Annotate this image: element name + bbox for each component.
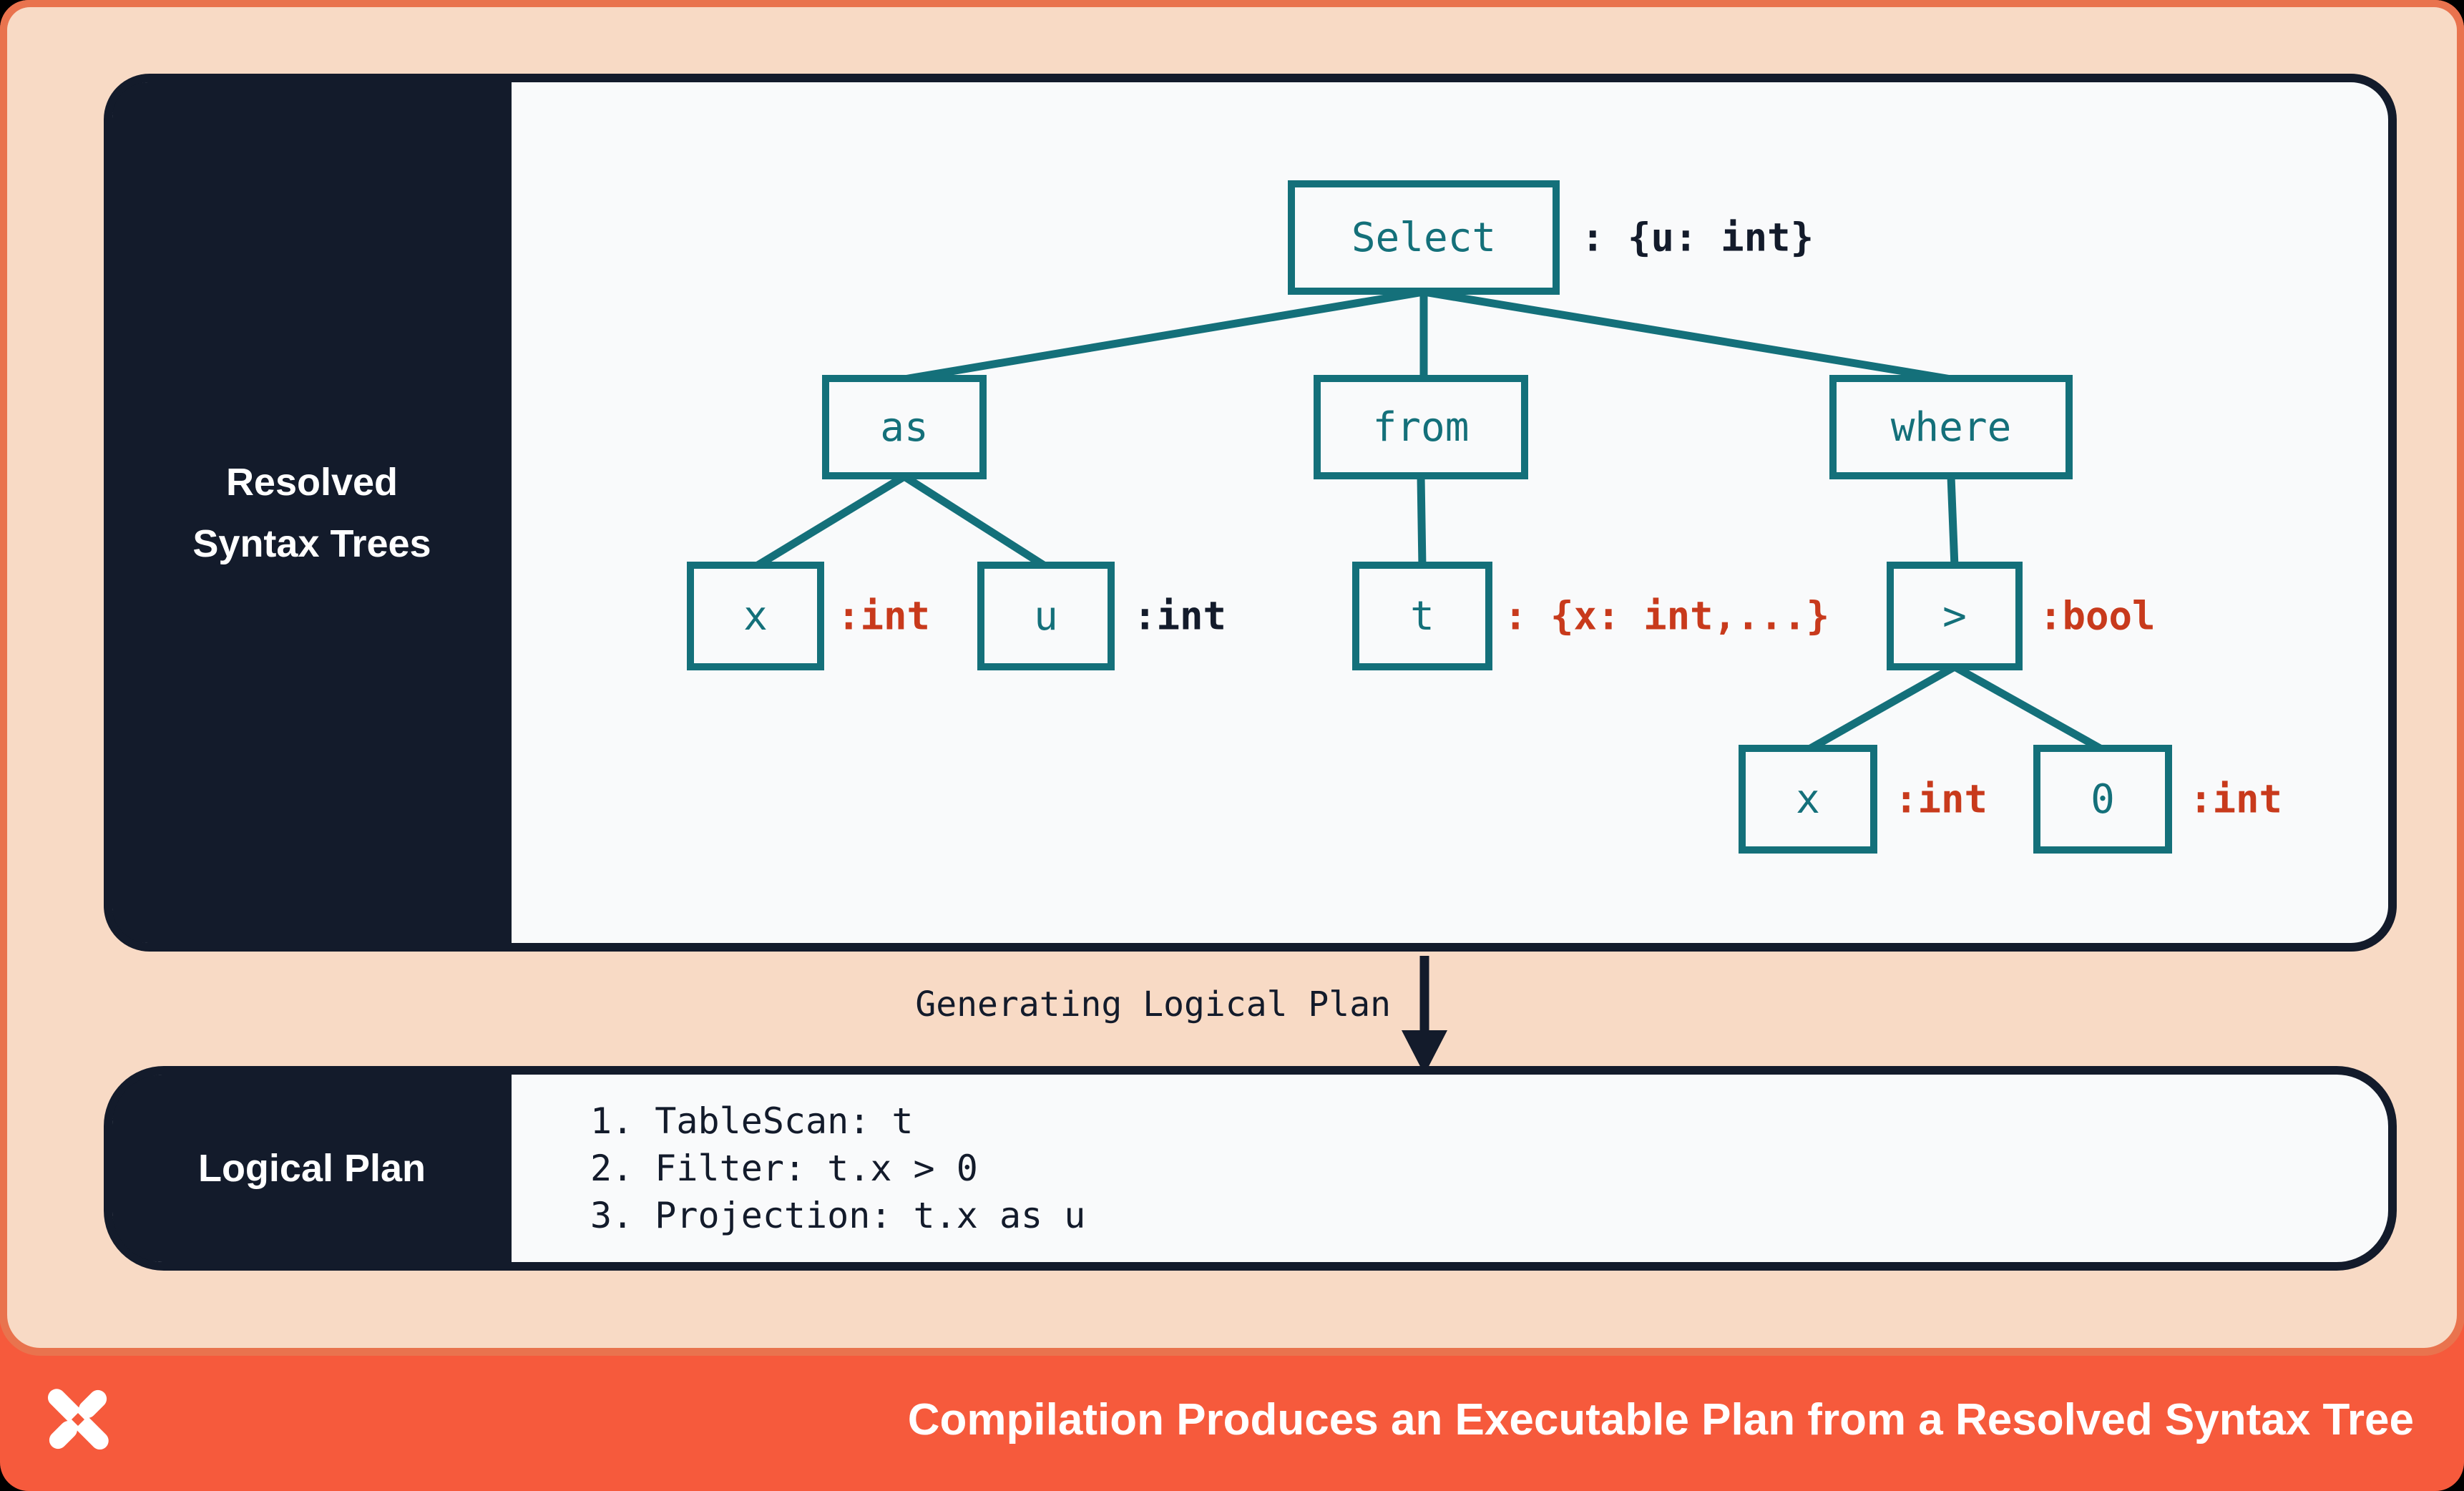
tree-node-x2: x bbox=[1739, 745, 1877, 854]
panel-label-line: Syntax Trees bbox=[192, 522, 431, 565]
tree-node-as: as bbox=[822, 375, 987, 479]
panel-label-line: Resolved bbox=[225, 460, 399, 504]
type-annotation-t: : {x: int,...} bbox=[1504, 593, 1830, 639]
tree-node-x: x bbox=[687, 562, 824, 670]
tree-node-t: t bbox=[1352, 562, 1492, 670]
tree-node-select: Select bbox=[1288, 180, 1560, 295]
logical-plan-label: Logical Plan bbox=[112, 1075, 512, 1262]
pinwheel-x-logo bbox=[47, 1389, 109, 1450]
tree-node-where: where bbox=[1829, 375, 2073, 479]
logical-plan-panel: Logical Plan 1. TableScan: t 2. Filter: … bbox=[104, 1066, 2397, 1271]
type-annotation-x: :int bbox=[837, 593, 931, 639]
resolved-syntax-trees-label: Resolved Syntax Trees bbox=[112, 82, 512, 943]
type-annotation-u: :int bbox=[1133, 593, 1227, 639]
type-annotation-select: : {u: int} bbox=[1581, 215, 1814, 260]
transition-caption: Generating Logical Plan bbox=[915, 984, 1391, 1025]
plan-step: 2. Filter: t.x > 0 bbox=[590, 1148, 978, 1189]
panel-label-line: Logical Plan bbox=[197, 1147, 426, 1190]
tree-node-zero: 0 bbox=[2033, 745, 2172, 854]
tree-node-u: u bbox=[977, 562, 1115, 670]
type-annotation-zero: :int bbox=[2189, 776, 2283, 822]
tree-node-from: from bbox=[1314, 375, 1528, 479]
plan-step: 1. TableScan: t bbox=[590, 1100, 914, 1142]
type-annotation-x2: :int bbox=[1895, 776, 1988, 822]
footer-title: Compilation Produces an Executable Plan … bbox=[907, 1394, 2414, 1444]
tree-node-gt: > bbox=[1887, 562, 2023, 670]
plan-step: 3. Projection: t.x as u bbox=[590, 1195, 1086, 1236]
logical-plan-steps: 1. TableScan: t 2. Filter: t.x > 0 3. Pr… bbox=[590, 1075, 1085, 1262]
resolved-syntax-trees-panel: Resolved Syntax Trees bbox=[104, 74, 2397, 952]
type-annotation-gt: :bool bbox=[2039, 593, 2156, 639]
